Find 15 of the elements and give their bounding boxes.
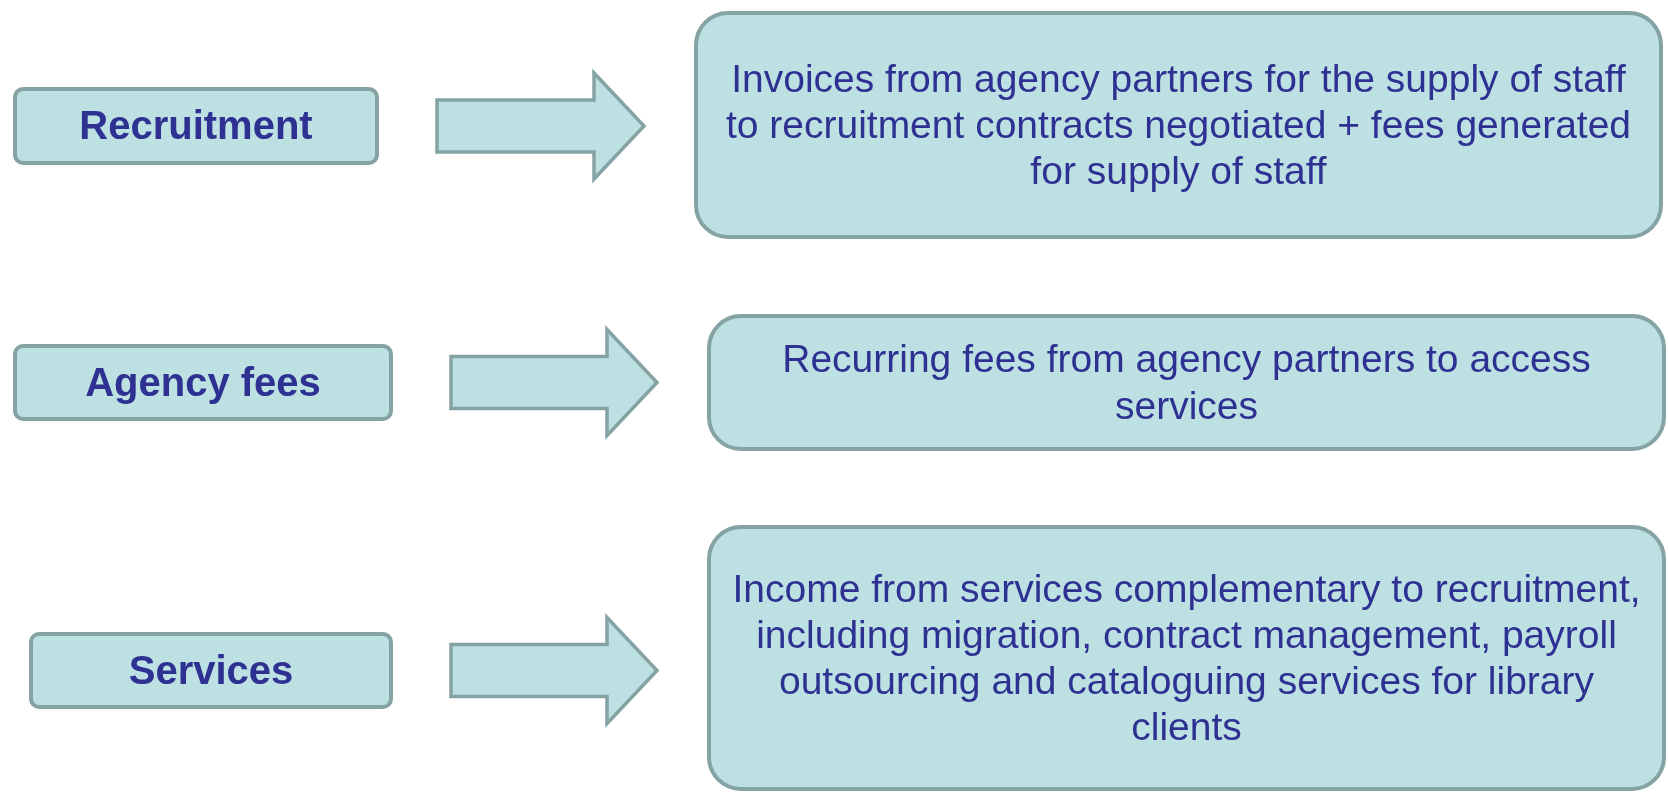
category-box: [29, 632, 393, 709]
description-text: Recurring fees from agency partners to access services: [781, 336, 1592, 429]
category-label: Agency fees: [85, 358, 321, 406]
category-label: Recruitment: [79, 102, 313, 150]
description-box: [707, 314, 1666, 451]
description-text: Invoices from agency partners for the supply of staff to recruitment contracts negotiated + fees generated for supply of staff: [724, 55, 1633, 194]
category-box: [13, 344, 393, 421]
category-box: [13, 87, 379, 165]
block-arrow: [449, 325, 660, 440]
block-arrow: [449, 613, 660, 728]
category-label: Services: [128, 646, 294, 694]
description-box: [694, 11, 1663, 239]
description-text: Income from services complementary to recruitment, including migration, contract management, payroll outsourcing and cataloguing services for library clients: [731, 565, 1642, 750]
description-box: [707, 525, 1666, 791]
block-arrow: [435, 68, 647, 184]
